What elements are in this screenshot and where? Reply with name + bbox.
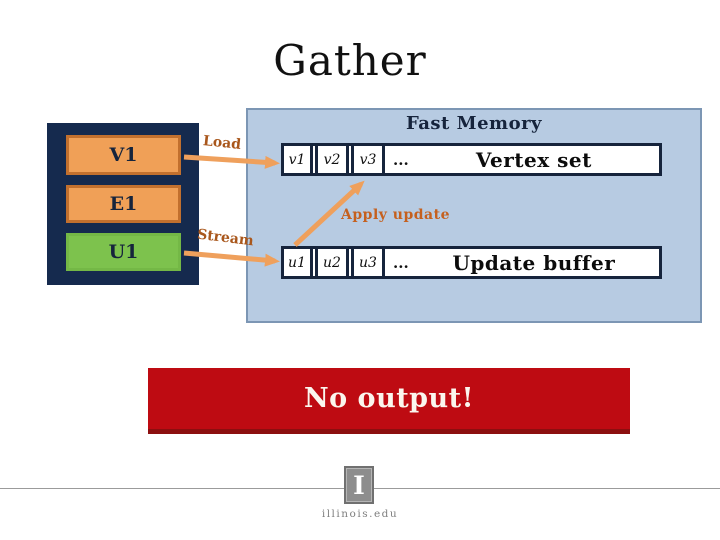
vertex-cell-v3: v3 <box>351 146 385 173</box>
vertex-set-label: Vertex set <box>475 147 592 172</box>
apply-update-label: Apply update <box>341 207 450 223</box>
shard-u1-label: U1 <box>108 241 139 263</box>
load-arrow-label: Load <box>202 133 242 153</box>
shard-v1-label: V1 <box>109 144 138 166</box>
slow-storage-panel: V1 E1 U1 <box>47 123 199 285</box>
vertex-row-ellipsis: ... <box>393 150 409 169</box>
vertex-cell-v1: v1 <box>284 146 313 173</box>
update-buffer-row: u1 u2 u3 ... Update buffer <box>281 246 662 279</box>
no-output-text: No output! <box>303 383 475 414</box>
shard-u1-box: U1 <box>66 233 181 271</box>
no-output-banner: No output! <box>148 368 630 434</box>
vertex-set-row: v1 v2 v3 ... Vertex set <box>281 143 662 176</box>
update-row-ellipsis: ... <box>393 253 409 272</box>
illinois-logo-letter: I <box>353 470 365 500</box>
shard-e1-box: E1 <box>66 185 181 223</box>
fast-memory-panel: Fast Memory v1 v2 v3 ... Vertex set Appl… <box>246 108 702 323</box>
slide-title: Gather <box>273 36 427 85</box>
illinois-logo: I <box>344 466 374 504</box>
update-cell-u1: u1 <box>284 249 313 276</box>
update-buffer-label: Update buffer <box>452 250 616 275</box>
shard-e1-label: E1 <box>109 193 138 215</box>
update-cell-u2: u2 <box>315 249 349 276</box>
vertex-cell-v2: v2 <box>315 146 349 173</box>
shard-v1-box: V1 <box>66 135 181 175</box>
fast-memory-title: Fast Memory <box>405 113 543 134</box>
footer-domain: illinois.edu <box>321 508 399 520</box>
update-cell-u3: u3 <box>351 249 385 276</box>
